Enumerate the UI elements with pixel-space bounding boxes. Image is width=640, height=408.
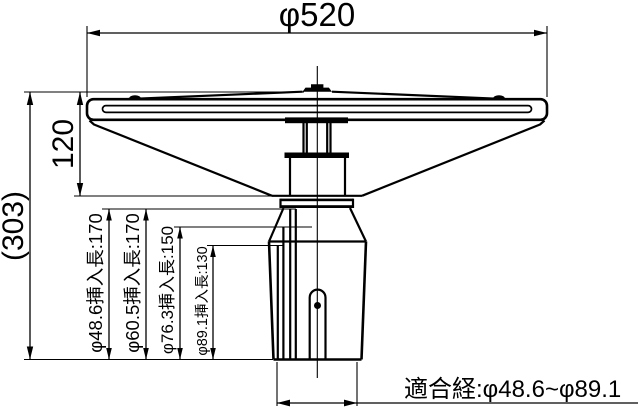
arrowhead-up-icon <box>177 227 183 239</box>
dimension-label-insertion-48-6: φ48.6挿入長:170 <box>85 213 106 353</box>
shoulder-left-edge <box>267 207 285 242</box>
dimension-label-head-height: 120 <box>47 119 80 169</box>
body-right-edge <box>360 241 368 360</box>
dimension-insertion-76-3: φ76.3挿入長:150 <box>158 226 312 360</box>
mount-plate <box>285 117 348 124</box>
arrowhead-up-icon <box>210 245 216 257</box>
clamp-flange-sides <box>279 198 355 208</box>
dimension-label-insertion-76-3: φ76.3挿入長:150 <box>158 226 177 354</box>
dimension-head-height: 120 <box>47 92 272 197</box>
dimension-insertion-lengths: φ48.6挿入長:170 φ60.5挿入長:170 φ76.3挿入長:150 φ… <box>85 208 312 360</box>
arrowhead-right-icon <box>344 399 357 407</box>
dimension-label-top-diameter: φ520 <box>279 0 355 33</box>
arrowhead-down-icon <box>210 348 216 360</box>
dimension-insertion-48-6: φ48.6挿入長:170 <box>85 208 296 360</box>
dimension-insertion-89-1: φ89.1挿入長:130 <box>194 244 284 360</box>
dimension-label-compatible-range: 適合経:φ48.6~φ89.1 <box>404 376 621 403</box>
shoulder-right-edge <box>349 207 367 242</box>
arrowhead-right-icon <box>534 29 547 37</box>
support-tube <box>288 158 347 196</box>
mast-tube <box>302 123 332 153</box>
arrowhead-up-icon <box>76 92 84 105</box>
arrowhead-left-icon <box>87 29 100 37</box>
arrowhead-up-icon <box>106 209 112 221</box>
arrowhead-down-icon <box>177 348 183 360</box>
cone-left-edge <box>88 119 273 197</box>
arrowhead-up-icon <box>26 92 34 105</box>
dimension-insertion-60-5: φ60.5挿入長:170 <box>122 209 149 360</box>
arrowhead-left-icon <box>277 399 290 407</box>
body-left-edge <box>267 241 275 360</box>
dimension-overall-height: (303) <box>0 91 304 361</box>
dimension-label-overall-height: (303) <box>0 191 30 261</box>
cone-right-edge <box>361 119 546 197</box>
dimension-compatible-range: 適合経:φ48.6~φ89.1 <box>276 362 638 407</box>
antenna-outline <box>85 66 549 378</box>
arrowhead-down-icon <box>76 183 84 196</box>
arrowhead-down-icon <box>143 348 149 360</box>
arrowhead-up-icon <box>143 209 149 221</box>
dimension-top-diameter: φ520 <box>86 0 548 97</box>
dimension-label-insertion-60-5: φ60.5挿入長:170 <box>122 213 143 353</box>
dimension-label-insertion-89-1: φ89.1挿入長:130 <box>194 246 211 355</box>
arrowhead-down-icon <box>26 346 34 360</box>
arrowhead-down-icon <box>106 348 112 360</box>
